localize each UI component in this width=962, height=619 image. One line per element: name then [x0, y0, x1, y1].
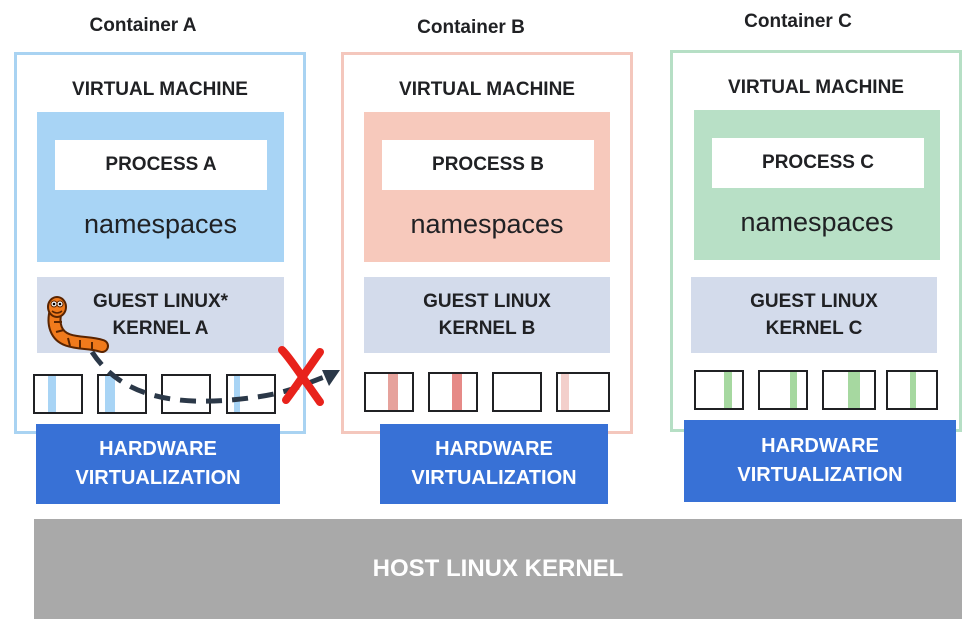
- container-a-process-box: PROCESS A: [55, 140, 267, 190]
- container-a-title: Container A: [89, 15, 197, 36]
- container-c-vm-label: VIRTUAL MACHINE: [728, 77, 904, 98]
- container-c-title: Container C: [744, 11, 852, 32]
- container-b-title: Container B: [417, 17, 525, 38]
- container-b-kernel: GUEST LINUX KERNEL B: [364, 277, 610, 353]
- hardware-line1: HARDWARE: [761, 435, 879, 457]
- container-c-slot: [886, 370, 938, 410]
- hardware-line2: VIRTUALIZATION: [737, 464, 903, 486]
- container-a-slot: [33, 374, 83, 414]
- container-b-slot: [428, 372, 478, 412]
- container-a-hardware-virtualization: HARDWARE VIRTUALIZATION: [36, 424, 280, 504]
- hardware-line1: HARDWARE: [435, 438, 553, 460]
- container-b-namespaces: namespaces: [410, 209, 564, 239]
- container-b-process-area: PROCESS B namespaces: [364, 112, 610, 262]
- container-c-namespaces: namespaces: [740, 207, 894, 237]
- container-c-hardware-virtualization: HARDWARE VIRTUALIZATION: [684, 420, 956, 502]
- container-c-slot: [822, 370, 876, 410]
- hardware-line1: HARDWARE: [99, 438, 217, 460]
- container-a-slot: [161, 374, 211, 414]
- container-b-hardware-virtualization: HARDWARE VIRTUALIZATION: [380, 424, 608, 504]
- container-a-namespaces: namespaces: [83, 209, 238, 239]
- container-c-slot: [758, 370, 808, 410]
- container-b-process-box: PROCESS B: [382, 140, 594, 190]
- x-mark-icon: [278, 346, 324, 406]
- worm-icon: [47, 296, 109, 353]
- container-b-slot: [492, 372, 542, 412]
- container-b-slot: [364, 372, 414, 412]
- container-b-vm-label: VIRTUAL MACHINE: [399, 79, 575, 100]
- container-c-kernel-line2: KERNEL C: [765, 318, 863, 339]
- container-c-process-box: PROCESS C: [712, 138, 924, 188]
- container-a-process-area: PROCESS A namespaces: [37, 112, 284, 262]
- container-c-slot: [694, 370, 744, 410]
- container-b-kernel-line1: GUEST LINUX: [423, 291, 551, 312]
- container-a-kernel-line1: GUEST LINUX*: [92, 291, 229, 312]
- container-a-kernel: GUEST LINUX* KERNEL A: [37, 277, 284, 353]
- container-a-vm-label: VIRTUAL MACHINE: [72, 79, 248, 100]
- container-c-kernel-line1: GUEST LINUX: [750, 291, 878, 312]
- host-linux-kernel: HOST LINUX KERNEL: [34, 519, 962, 619]
- container-b-kernel-line2: KERNEL B: [438, 318, 536, 339]
- container-c-kernel: GUEST LINUX KERNEL C: [691, 277, 937, 353]
- hardware-line2: VIRTUALIZATION: [75, 467, 241, 489]
- container-b-slot: [556, 372, 610, 412]
- hardware-line2: VIRTUALIZATION: [411, 467, 577, 489]
- container-c-process-area: PROCESS C namespaces: [694, 110, 940, 260]
- container-a-kernel-line2: KERNEL A: [112, 318, 209, 339]
